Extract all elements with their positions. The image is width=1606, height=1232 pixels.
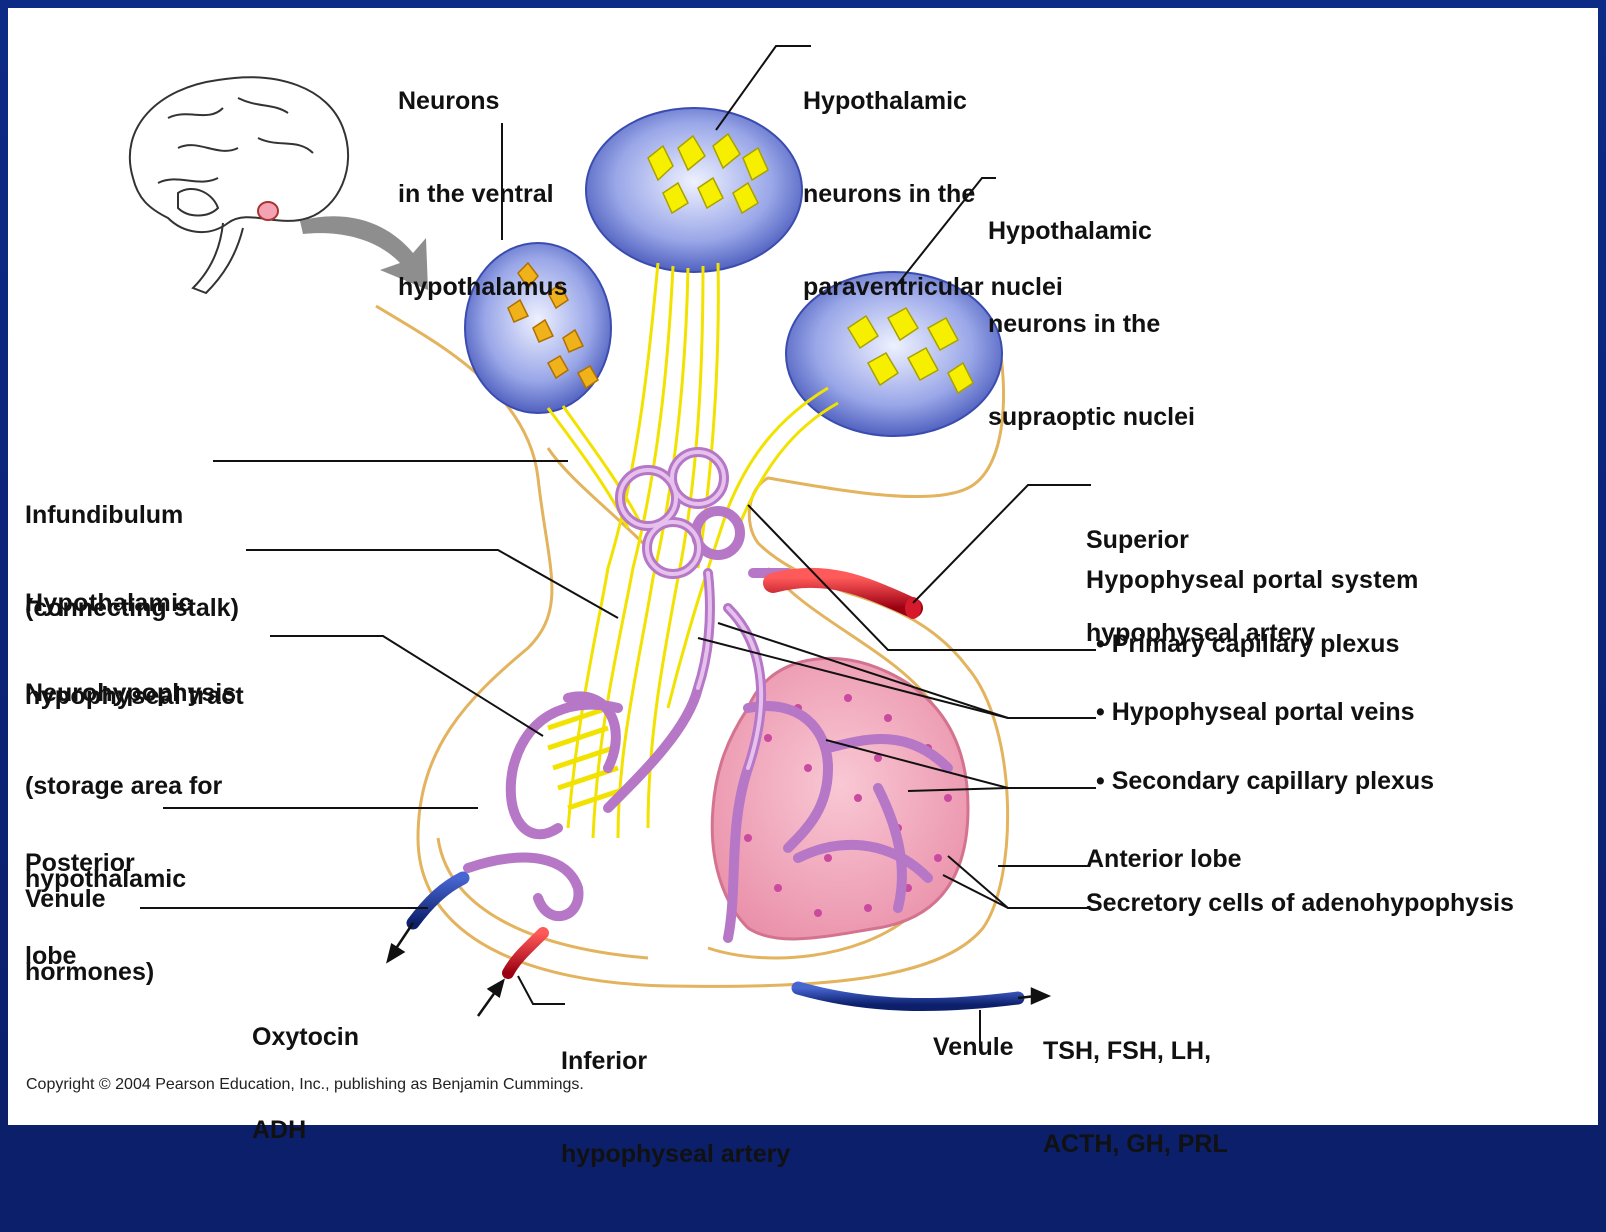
label-neurons-ventral: Neurons in the ventral hypothalamus	[398, 24, 567, 365]
label-venule-bottom: Venule	[933, 1032, 1014, 1063]
anterior-lobe-tissue	[712, 658, 968, 939]
label-inferior-artery: Inferior hypophyseal artery	[561, 984, 790, 1232]
brain-sketch	[130, 77, 348, 293]
label-supraoptic: Hypothalamic neurons in the supraoptic n…	[988, 154, 1195, 495]
left-venule	[413, 878, 463, 923]
label-venule-left: Venule	[25, 884, 106, 915]
bottom-venule	[798, 988, 1018, 1005]
label-primary-plexus: • Primary capillary plexus	[1096, 629, 1399, 660]
label-secondary-plexus: • Secondary capillary plexus	[1096, 766, 1434, 797]
label-hormones: TSH, FSH, LH, ACTH, GH, PRL	[1043, 974, 1228, 1222]
label-secretory-cells: Secretory cells of adenohypophysis	[1086, 888, 1514, 919]
paraventricular-oval	[586, 108, 802, 272]
copyright-notice: Copyright © 2004 Pearson Education, Inc.…	[26, 1076, 584, 1094]
label-portal-system: Hypophyseal portal system	[1086, 565, 1419, 596]
label-portal-veins: • Hypophyseal portal veins	[1096, 697, 1415, 728]
presentation-frame: Neurons in the ventral hypothalamus Hypo…	[0, 0, 1606, 1133]
diagram-canvas: Neurons in the ventral hypothalamus Hypo…	[8, 8, 1598, 1125]
label-anterior-lobe: Anterior lobe	[1086, 844, 1242, 875]
